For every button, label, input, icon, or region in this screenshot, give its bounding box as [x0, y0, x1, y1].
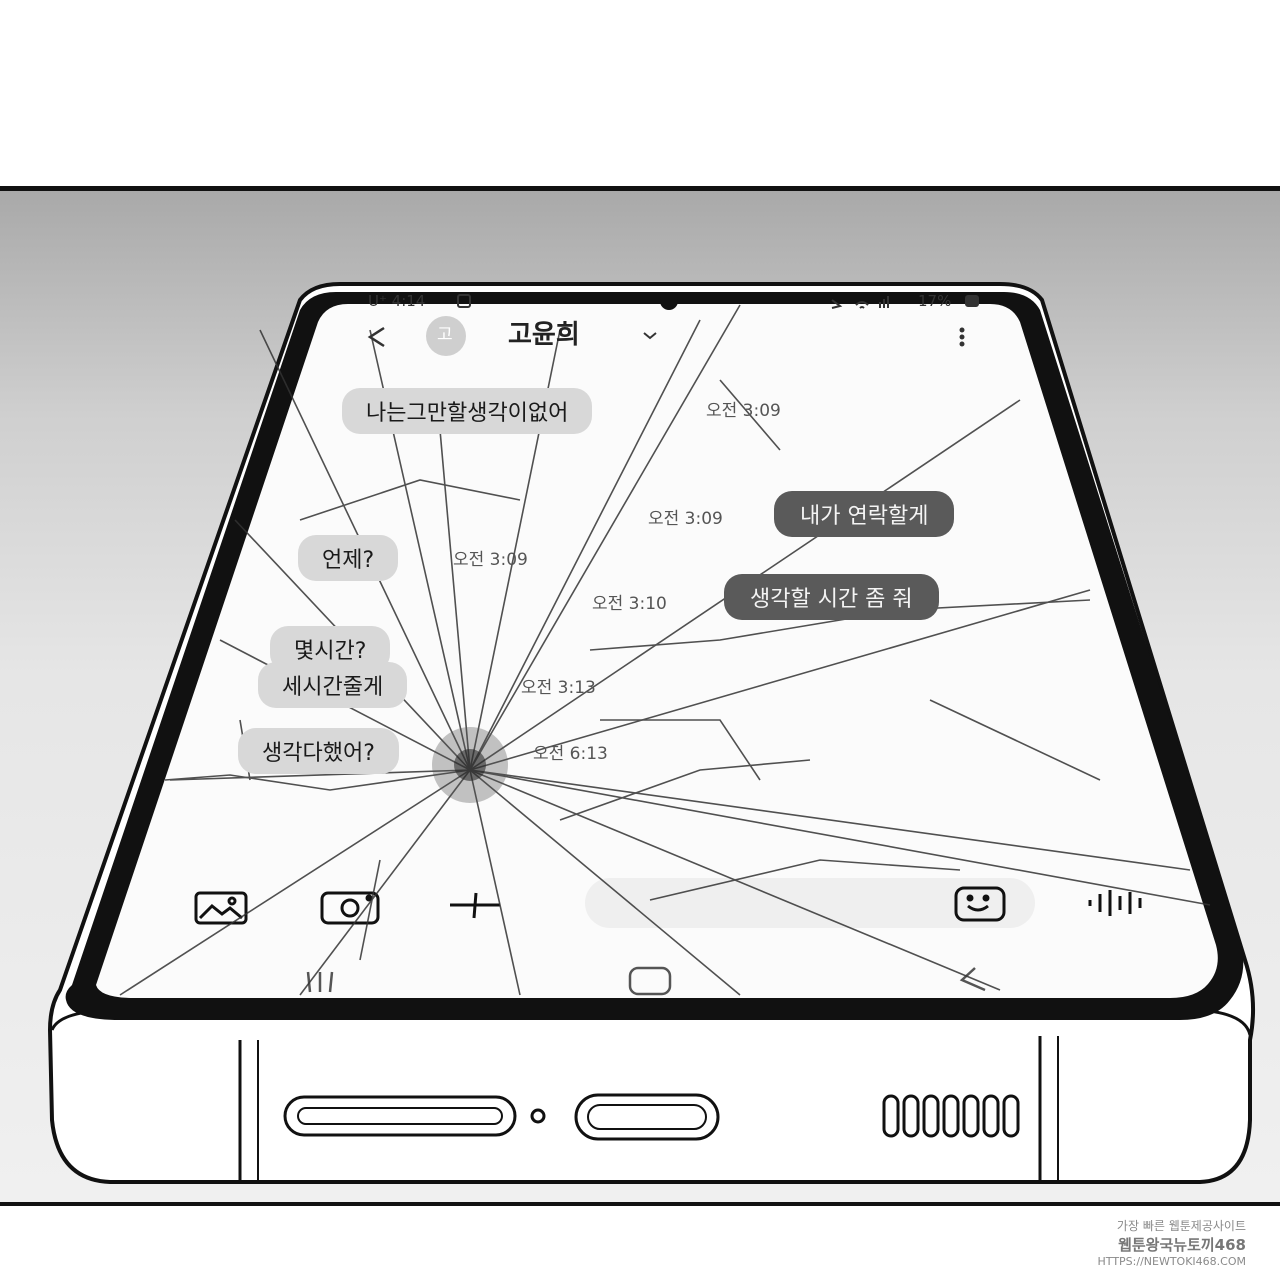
avatar-initial: 고: [437, 325, 453, 345]
emoji-icon: [954, 886, 1006, 922]
message-bubble-outgoing[interactable]: 내가 연락할게: [774, 491, 955, 537]
message-time: 오전 3:09: [706, 401, 781, 421]
more-options-icon: [959, 327, 965, 347]
phone-screen: [96, 304, 1218, 998]
message-input-field: [585, 878, 1035, 928]
back-arrow-icon: [367, 326, 385, 348]
camera-icon: [320, 891, 380, 925]
sim-tray: [283, 1095, 517, 1137]
microphone-hole: [530, 1108, 546, 1124]
battery-level: 17%: [918, 292, 952, 310]
back-icon: [959, 967, 986, 992]
watermark-line-2: 웹툰왕국뉴토끼468: [1118, 1236, 1246, 1254]
message-time: 오전 3:09: [648, 509, 723, 529]
avatar: [426, 316, 466, 356]
message-time: 오전 3:13: [521, 678, 596, 698]
message-time: 오전 3:09: [453, 550, 528, 570]
message-time: 오전 3:10: [592, 594, 667, 614]
message-time: 오전 6:13: [533, 744, 608, 764]
watermark-line-3: HTTPS://NEWTOKI468.COM: [1097, 1255, 1246, 1268]
status-icons: [457, 294, 979, 309]
chevron-down-icon: [643, 332, 657, 340]
message-bubble-incoming[interactable]: 언제?: [298, 535, 399, 581]
screen-cracks: [119, 304, 1211, 996]
message-bubble-incoming[interactable]: 세시간줄게: [258, 662, 408, 708]
site-watermark: 가장 빠른 웹툰제공사이트 웹툰왕국뉴토끼468 HTTPS://NEWTOKI…: [1098, 1217, 1246, 1268]
front-camera: [660, 292, 678, 310]
usb-port: [574, 1093, 720, 1141]
plus-icon: [450, 892, 500, 919]
home-icon: [628, 966, 672, 996]
message-bubble-incoming[interactable]: 생각다했어?: [238, 728, 399, 774]
message-bubble-outgoing[interactable]: 생각할 시간 좀 줘: [724, 574, 939, 620]
gallery-icon: [194, 891, 248, 925]
watermark-line-1: 가장 빠른 웹툰제공사이트: [1116, 1219, 1246, 1233]
speaker-grille: [882, 1094, 1020, 1138]
message-bubble-incoming[interactable]: 나는그만할생각이없어: [342, 388, 593, 434]
carrier-time: U⁺ 4:14: [368, 292, 426, 310]
contact-name[interactable]: 고윤희: [508, 320, 580, 350]
voice-icon: [1088, 890, 1142, 916]
